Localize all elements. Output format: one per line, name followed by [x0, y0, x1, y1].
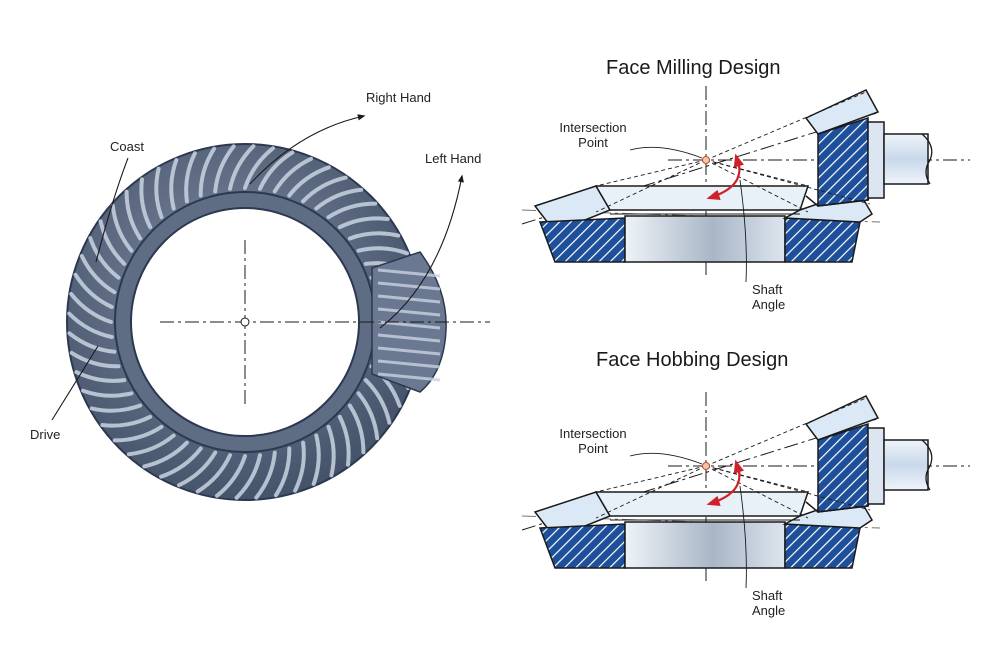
coast-leader: [95, 157, 129, 263]
hobbing-intersection-line1: Intersection: [559, 426, 627, 441]
gear-tooth: [326, 424, 336, 478]
pinion-tooth: [377, 372, 441, 382]
milling-shaft-line1: Shaft: [752, 282, 783, 297]
gear-tooth: [73, 272, 114, 309]
gear-tooth: [67, 311, 114, 339]
gear-tooth: [169, 158, 179, 211]
hobbing-intersection-label: Intersection Point: [548, 426, 638, 456]
gear-tooth: [126, 433, 176, 457]
drive-label: Drive: [30, 427, 61, 442]
gear-tooth: [177, 450, 218, 488]
gear-tooth: [67, 331, 117, 354]
gear-tooth: [124, 189, 143, 241]
gear-tooth: [195, 453, 232, 494]
milling-intersection-line2: Point: [578, 135, 608, 150]
face-milling-title: Face Milling Design: [606, 57, 781, 79]
coast-label: Coast: [110, 139, 144, 154]
left-hand-arrow: [379, 174, 464, 329]
milling-intersection-label: Intersection Point: [548, 120, 638, 150]
gear-tooth: [139, 177, 153, 230]
gear-tooth: [301, 175, 348, 204]
gear-tooth: [69, 292, 113, 324]
gear-tooth: [81, 388, 134, 398]
gear-tooth: [287, 165, 331, 198]
gear-tooth: [228, 144, 256, 191]
gear-tooth: [100, 414, 153, 428]
gear-tooth: [79, 254, 117, 295]
gear-tooth: [356, 246, 409, 256]
gear-tooth: [69, 350, 121, 369]
gear-tooth: [254, 450, 277, 500]
face-hobbing-title: Face Hobbing Design: [596, 349, 789, 371]
hobbing-shaft-angle-label: Shaft Angle: [752, 588, 785, 618]
gear-leaders: [51, 114, 464, 421]
gear-tooth: [184, 151, 197, 204]
gear-tooth: [326, 201, 378, 220]
hobbing-shaft-line2: Angle: [752, 603, 786, 618]
gear-center-mark: [240, 317, 250, 327]
pinion-tooth: [377, 268, 441, 278]
pinion-tooth: [377, 346, 441, 356]
gear-tooth: [347, 403, 366, 455]
gear-tooth: [213, 144, 236, 194]
milling-shaft-angle-label: Shaft Angle: [752, 282, 785, 312]
pinion-tooth: [377, 359, 441, 369]
gear-tooth: [347, 231, 401, 241]
right-hand-label: Right Hand: [366, 90, 432, 105]
pinion-tooth: [377, 333, 441, 343]
gear-tooth: [89, 403, 143, 413]
gear-tooth: [293, 440, 306, 493]
gear-tooth: [234, 453, 262, 500]
pinion-tooth: [377, 307, 441, 317]
gear-tooth: [154, 166, 164, 220]
gear-tooth: [356, 391, 380, 441]
gear-tooth: [337, 414, 351, 467]
gear-tooth: [198, 146, 217, 198]
right-hand-arrow: [249, 114, 366, 185]
gear-tooth: [243, 146, 275, 190]
gear-tooth: [215, 454, 247, 498]
milling-intersection-line1: Intersection: [559, 120, 627, 135]
gear-tooth: [363, 378, 392, 425]
hobbing-intersection-line2: Point: [578, 441, 608, 456]
gear-tooth: [88, 236, 121, 280]
pinion-tooth: [377, 281, 441, 291]
gear-tooth: [110, 203, 134, 253]
face-hobbing-panel: [521, 392, 970, 589]
gear-tooth: [311, 433, 321, 486]
gear-tooth: [314, 187, 364, 211]
gear-tooth: [258, 150, 295, 191]
milling-shaft-line2: Angle: [752, 297, 786, 312]
gear-tooth: [159, 446, 203, 479]
gear-tooth: [98, 219, 127, 266]
hobbing-shaft-line1: Shaft: [752, 588, 783, 603]
gear-tooth: [337, 216, 390, 230]
drive-leader: [51, 345, 99, 421]
left-hand-label: Left Hand: [425, 151, 482, 166]
gear-tooth: [272, 156, 313, 194]
gear-tooth: [112, 424, 164, 443]
gear-tooth: [273, 446, 292, 498]
pinion-tooth: [377, 320, 441, 330]
face-milling-panel: [521, 86, 970, 283]
gear-tooth: [142, 440, 189, 469]
